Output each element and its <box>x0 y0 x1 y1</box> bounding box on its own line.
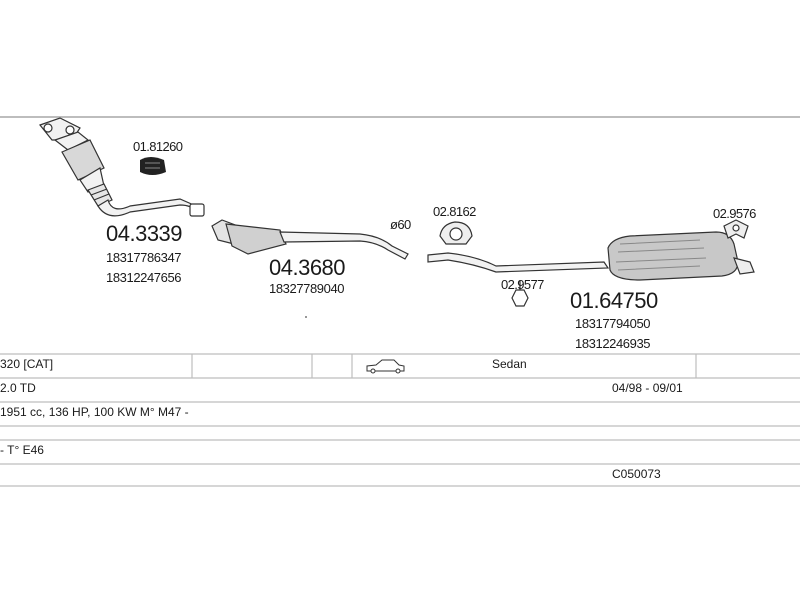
rear-silencer-oem-2: 18312246935 <box>575 336 651 351</box>
rear-rubber-mount <box>723 219 749 239</box>
engine-cell: 2.0 TD <box>0 381 36 395</box>
engine-spec-cell: 1951 cc, 136 HP, 100 KW M° M47 - <box>0 405 189 419</box>
catalytic-converter <box>39 117 205 217</box>
sedan-car-icon <box>366 359 405 374</box>
middle-pipe-silencer <box>211 219 409 260</box>
model-cell: 320 [CAT] <box>0 357 54 371</box>
front-pipe-oem-1: 18317786347 <box>106 250 182 265</box>
rear-pipe <box>427 252 610 273</box>
flange-clamp-part <box>140 157 166 175</box>
pipe-diameter-label: ø60 <box>390 217 411 232</box>
body-type-cell: Sedan <box>492 357 527 371</box>
rear-silencer-number: 01.64750 <box>570 288 658 313</box>
spec-table-lines <box>0 353 800 487</box>
years-cell: 04/98 - 09/01 <box>612 381 683 395</box>
middle-pipe-number: 04.3680 <box>269 255 346 280</box>
stray-dot <box>305 316 307 318</box>
rubber-mount-ring <box>439 221 473 245</box>
middle-pipe-oem: 18327789040 <box>269 281 345 296</box>
catalog-code-cell: C050073 <box>612 467 661 481</box>
chassis-cell: - T° E46 <box>0 443 44 457</box>
hanger-number: 02.9577 <box>501 277 544 292</box>
rubber-mount-ring-number: 02.8162 <box>433 204 476 219</box>
flange-clamp-number: 01.81260 <box>133 139 183 154</box>
rear-rubber-mount-number: 02.9576 <box>713 206 756 221</box>
front-pipe-oem-2: 18312247656 <box>106 270 182 285</box>
rear-silencer <box>607 231 755 281</box>
rear-silencer-oem-1: 18317794050 <box>575 316 651 331</box>
front-pipe-number: 04.3339 <box>106 221 183 246</box>
hanger-part <box>511 280 529 307</box>
